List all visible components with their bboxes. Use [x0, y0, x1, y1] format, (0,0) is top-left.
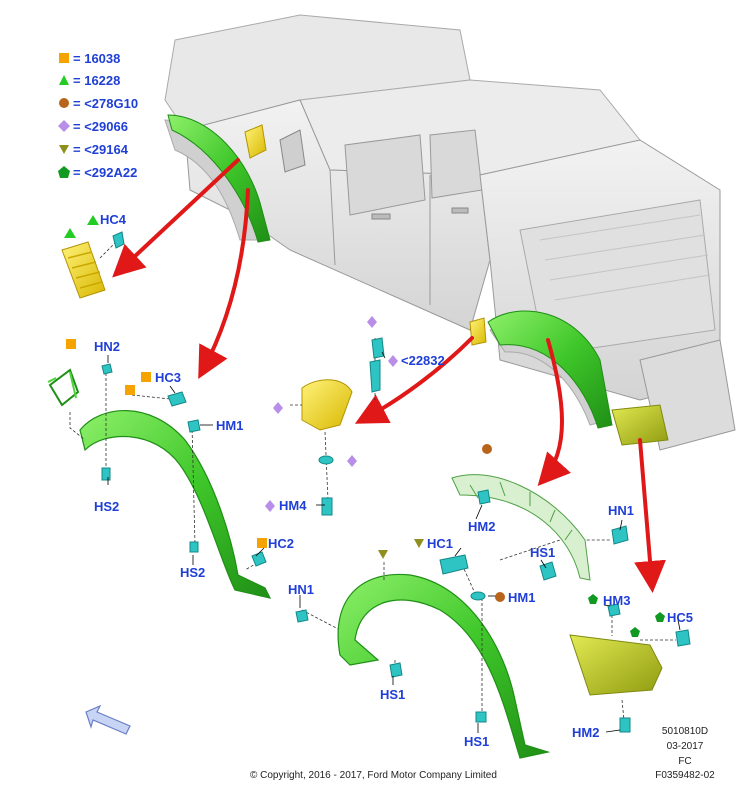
callout-hc3: HC3 [155, 370, 182, 385]
reference-code: 5010810D [661, 726, 709, 737]
view-direction-arrow [85, 704, 131, 735]
callout-hm4: HM4 [279, 498, 307, 513]
legend-text: <292A22 [84, 164, 138, 180]
legend-item: = <29066 [58, 118, 128, 134]
rear-splash-shield-part [290, 337, 385, 516]
installed-rear-flare [487, 310, 613, 429]
callout-hs1-mid: HS1 [380, 687, 406, 702]
callout-hm1-right: HM1 [508, 590, 536, 605]
front-splash-shield-part [61, 231, 125, 299]
callout-hc2: HC2 [268, 536, 295, 551]
truck-body [164, 14, 736, 451]
callout-hn2: HN2 [94, 339, 121, 354]
legend-text: <29164 [84, 141, 128, 157]
callout-hm3: HM3 [603, 593, 631, 608]
square-icon [58, 52, 70, 64]
copyright-notice: © Copyright, 2016 - 2017, Ford Motor Com… [250, 770, 497, 781]
diamond-icon [58, 120, 70, 132]
legend-text: <29066 [84, 118, 128, 134]
legend-text: <278G10 [84, 95, 139, 111]
legend-item: = <292A22 [58, 164, 137, 180]
callout-hs2-lower: HS2 [180, 565, 206, 580]
callout-hn1-right: HN1 [608, 503, 635, 518]
installed-front-flare [167, 114, 271, 243]
callout-hc4: HC4 [100, 212, 127, 227]
front-fender-flare-part [47, 363, 341, 631]
callout-hs2-upper: HS2 [94, 499, 120, 514]
legend-item: = <278G10 [58, 95, 138, 111]
mud-flap-part [569, 603, 691, 733]
reference-date: 03-2017 [666, 741, 704, 752]
indicator-arrows [112, 158, 666, 593]
callout-hm2-upper: HM2 [468, 519, 496, 534]
rear-fender-flare-part [337, 539, 610, 759]
pentagon-icon [58, 166, 70, 178]
callout-hm2-lower: HM2 [572, 725, 600, 740]
callout-hc5: HC5 [667, 610, 694, 625]
legend-item: = 16228 [58, 72, 120, 88]
legend-text: 16228 [84, 72, 121, 88]
installed-mud-flap [611, 404, 669, 446]
triangle-icon [58, 74, 70, 86]
triangle-down-icon [58, 143, 70, 155]
callout-hc1: HC1 [427, 536, 454, 551]
callout-22832: <22832 [401, 353, 445, 368]
callout-leaders [107, 351, 681, 733]
figure-id: F0359482-02 [655, 770, 715, 781]
legend-item: = <29164 [58, 141, 128, 157]
installed-front-splash-shield [244, 124, 267, 159]
callout-hs1-upper: HS1 [530, 545, 556, 560]
callout-hm1-left: HM1 [216, 418, 244, 433]
part-symbols [64, 215, 665, 637]
callout-hn1-mid: HN1 [288, 582, 315, 597]
circle-icon [58, 97, 70, 109]
legend-item: = 16038 [58, 50, 120, 66]
installed-rear-splash-shield [469, 317, 487, 346]
legend-text: 16038 [84, 50, 121, 66]
reference-fc: FC [678, 756, 692, 767]
callout-hs1-low: HS1 [464, 734, 490, 749]
flare-retainer-bracket [451, 474, 629, 581]
